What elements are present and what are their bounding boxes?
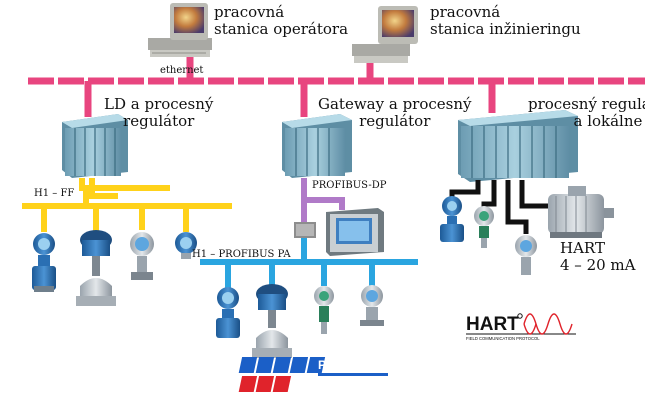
hart-transmitter-icon[interactable] bbox=[515, 235, 537, 275]
local-io-controller-line-2: a lokálne V bbox=[573, 111, 645, 130]
local-io-controller-icon[interactable] bbox=[458, 110, 578, 182]
local-io-controller-line-1: procesný regulátor bbox=[528, 95, 645, 113]
dp-pa-coupler-icon[interactable] bbox=[294, 222, 316, 238]
hart-label-line-1: HART bbox=[560, 239, 605, 257]
ld-controller-label: LD a procesný regulátor bbox=[104, 96, 213, 129]
gateway-controller-label: Gateway a procesný regulátor bbox=[318, 96, 471, 129]
profibus-letter-b: B bbox=[319, 377, 328, 391]
profibus-dp-bus bbox=[301, 178, 345, 222]
profibus-letter-s: S bbox=[353, 377, 361, 391]
pa-valve-positioner-icon[interactable] bbox=[252, 284, 292, 358]
h1-profibus-pa-label: H1 – PROFIBUS PA bbox=[192, 249, 291, 260]
gateway-controller-line-2: regulátor bbox=[359, 111, 431, 130]
ff-bus bbox=[22, 178, 232, 232]
profibus-letter-r: R bbox=[335, 358, 344, 372]
engineering-station-label: pracovná stanica inžinieringu bbox=[430, 4, 581, 37]
hart-level-sensor-icon[interactable] bbox=[474, 206, 494, 248]
gateway-controller-icon[interactable] bbox=[282, 114, 352, 178]
profibus-letter-o: O bbox=[351, 358, 360, 372]
engineering-station-line-2: stanica inžinieringu bbox=[430, 19, 581, 38]
ff-transmitter-2-icon[interactable] bbox=[130, 232, 154, 280]
operator-panel-icon[interactable] bbox=[326, 208, 384, 256]
profibus-letter-i: I bbox=[388, 358, 391, 372]
hart-logo-subtitle: FIELD COMMUNICATION PROTOCOL bbox=[466, 336, 540, 341]
pa-transmitter-icon[interactable] bbox=[360, 285, 384, 326]
motor-icon[interactable] bbox=[548, 186, 614, 238]
ld-controller-line-1: LD a procesný bbox=[104, 95, 214, 113]
operator-station-label: pracovná stanica operátora bbox=[214, 4, 348, 37]
h1-ff-label: H1 – FF bbox=[34, 188, 75, 199]
pa-level-sensor-icon[interactable] bbox=[314, 286, 334, 334]
hart-logo-text: HART bbox=[466, 314, 519, 335]
pa-bus bbox=[200, 238, 418, 288]
pa-flowmeter-icon[interactable] bbox=[216, 287, 240, 338]
operator-station-line-1: pracovná bbox=[214, 3, 285, 21]
ff-transmitter-3-icon[interactable] bbox=[175, 232, 197, 259]
operator-station-line-2: stanica operátora bbox=[214, 19, 349, 38]
ld-controller-icon[interactable] bbox=[62, 114, 128, 178]
profibus-logo: P R O F I B U S bbox=[238, 357, 392, 392]
hart-flowmeter-icon[interactable] bbox=[440, 196, 464, 242]
profibus-dp-label: PROFIBUS-DP bbox=[312, 180, 387, 191]
profibus-letter-p: P bbox=[318, 358, 326, 372]
ff-transmitter-1-icon[interactable] bbox=[32, 233, 56, 292]
local-io-controller-label: procesný regulátor a lokálne V bbox=[528, 96, 645, 129]
gateway-controller-line-1: Gateway a procesný bbox=[318, 95, 472, 113]
ld-controller-line-2: regulátor bbox=[123, 111, 195, 130]
hart-label-line-2: 4 – 20 mA bbox=[560, 255, 636, 274]
hart-logo: HART FIELD COMMUNICATION PROTOCOL bbox=[466, 313, 576, 341]
engineering-station-line-1: pracovná bbox=[430, 3, 501, 21]
engineering-workstation-icon[interactable] bbox=[352, 6, 418, 63]
operator-workstation-icon[interactable] bbox=[148, 3, 212, 57]
profibus-letter-u: U bbox=[336, 377, 345, 391]
ethernet-label: ethernet bbox=[160, 65, 204, 76]
profibus-letter-f: F bbox=[369, 358, 376, 372]
hart-label: HART 4 – 20 mA bbox=[560, 240, 636, 273]
hart-wires bbox=[449, 180, 548, 234]
ff-valve-positioner-icon[interactable] bbox=[76, 230, 116, 306]
